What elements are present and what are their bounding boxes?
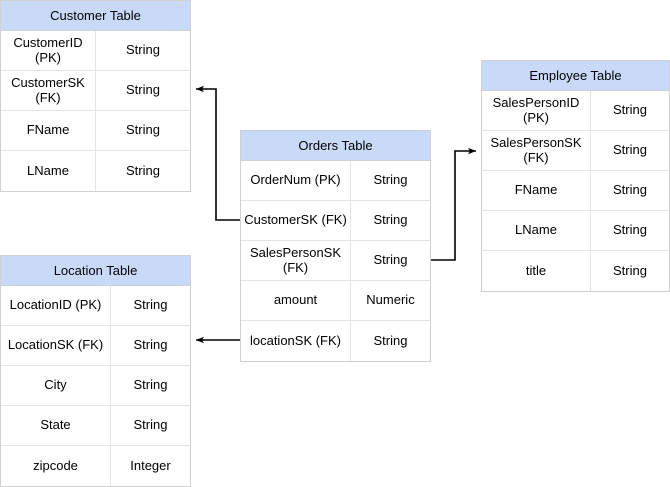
field-type-cell: String	[133, 417, 168, 433]
field-name-cell: amount	[241, 281, 351, 320]
field-type-cell: String	[373, 212, 408, 228]
field-type-cell: String	[613, 262, 647, 278]
field-type-cell: String	[126, 122, 160, 138]
field-type-cell: String	[126, 42, 160, 58]
field-type-cell: String	[373, 172, 408, 188]
field-name-cell: CustomerSK (FK)	[1, 71, 96, 110]
field-type-cell: String	[133, 337, 168, 353]
field-type-cell: String	[613, 222, 647, 238]
field-name-cell: LocationSK (FK)	[1, 326, 111, 365]
entity-row[interactable]: OrderNum (PK) String	[241, 161, 430, 201]
field-name-cell: LName	[482, 211, 591, 250]
entity-title-orders: Orders Table	[241, 131, 430, 161]
field-name-cell: locationSK (FK)	[241, 321, 351, 361]
field-type-cell: String	[613, 142, 647, 158]
field-type-cell: Numeric	[366, 292, 415, 308]
relationship-connector-orders-employee	[431, 147, 476, 261]
entity-row[interactable]: State String	[1, 406, 190, 446]
entity-row[interactable]: FName String	[482, 171, 669, 211]
entity-row[interactable]: amount Numeric	[241, 281, 430, 321]
entity-row[interactable]: SalesPersonSK (FK) String	[241, 241, 430, 281]
field-type-cell: String	[613, 102, 647, 118]
field-name-cell: SalesPersonSK (FK)	[482, 131, 591, 170]
entity-row[interactable]: zipcode Integer	[1, 446, 190, 486]
field-name-cell: title	[482, 251, 591, 291]
field-name-cell: CustomerSK (FK)	[241, 201, 351, 240]
field-name-cell: LocationID (PK)	[1, 286, 111, 325]
field-type-cell: String	[373, 252, 408, 268]
entity-row[interactable]: LocationID (PK) String	[1, 286, 190, 326]
entity-row[interactable]: SalesPersonSK (FK) String	[482, 131, 669, 171]
field-name-cell: State	[1, 406, 111, 445]
field-type-cell: String	[133, 297, 168, 313]
field-type-cell: String	[613, 182, 647, 198]
entity-row[interactable]: FName String	[1, 111, 190, 151]
relationship-connector-orders-customer	[196, 85, 240, 221]
field-type-cell: String	[133, 377, 168, 393]
entity-title-location: Location Table	[1, 256, 190, 286]
entity-row[interactable]: LocationSK (FK) String	[1, 326, 190, 366]
field-name-cell: SalesPersonSK (FK)	[241, 241, 351, 280]
field-name-cell: zipcode	[1, 446, 111, 486]
entity-row[interactable]: CustomerID (PK) String	[1, 31, 190, 71]
entity-row[interactable]: CustomerSK (FK) String	[1, 71, 190, 111]
field-name-cell: FName	[482, 171, 591, 210]
field-type-cell: String	[126, 162, 160, 178]
field-name-cell: City	[1, 366, 111, 405]
field-type-cell: String	[126, 82, 160, 98]
entity-row[interactable]: SalesPersonID (PK) String	[482, 91, 669, 131]
entity-row[interactable]: LName String	[1, 151, 190, 191]
field-name-cell: FName	[1, 111, 96, 150]
field-name-cell: CustomerID (PK)	[1, 31, 96, 70]
field-name-cell: SalesPersonID (PK)	[482, 91, 591, 130]
entity-row[interactable]: City String	[1, 366, 190, 406]
field-name-cell: OrderNum (PK)	[241, 161, 351, 200]
field-name-cell: LName	[1, 151, 96, 191]
entity-title-employee: Employee Table	[482, 61, 669, 91]
entity-row[interactable]: title String	[482, 251, 669, 291]
entity-row[interactable]: locationSK (FK) String	[241, 321, 430, 361]
entity-title-customer: Customer Table	[1, 1, 190, 31]
entity-row[interactable]: LName String	[482, 211, 669, 251]
entity-row[interactable]: CustomerSK (FK) String	[241, 201, 430, 241]
field-type-cell: Integer	[130, 457, 171, 473]
field-type-cell: String	[373, 332, 408, 348]
